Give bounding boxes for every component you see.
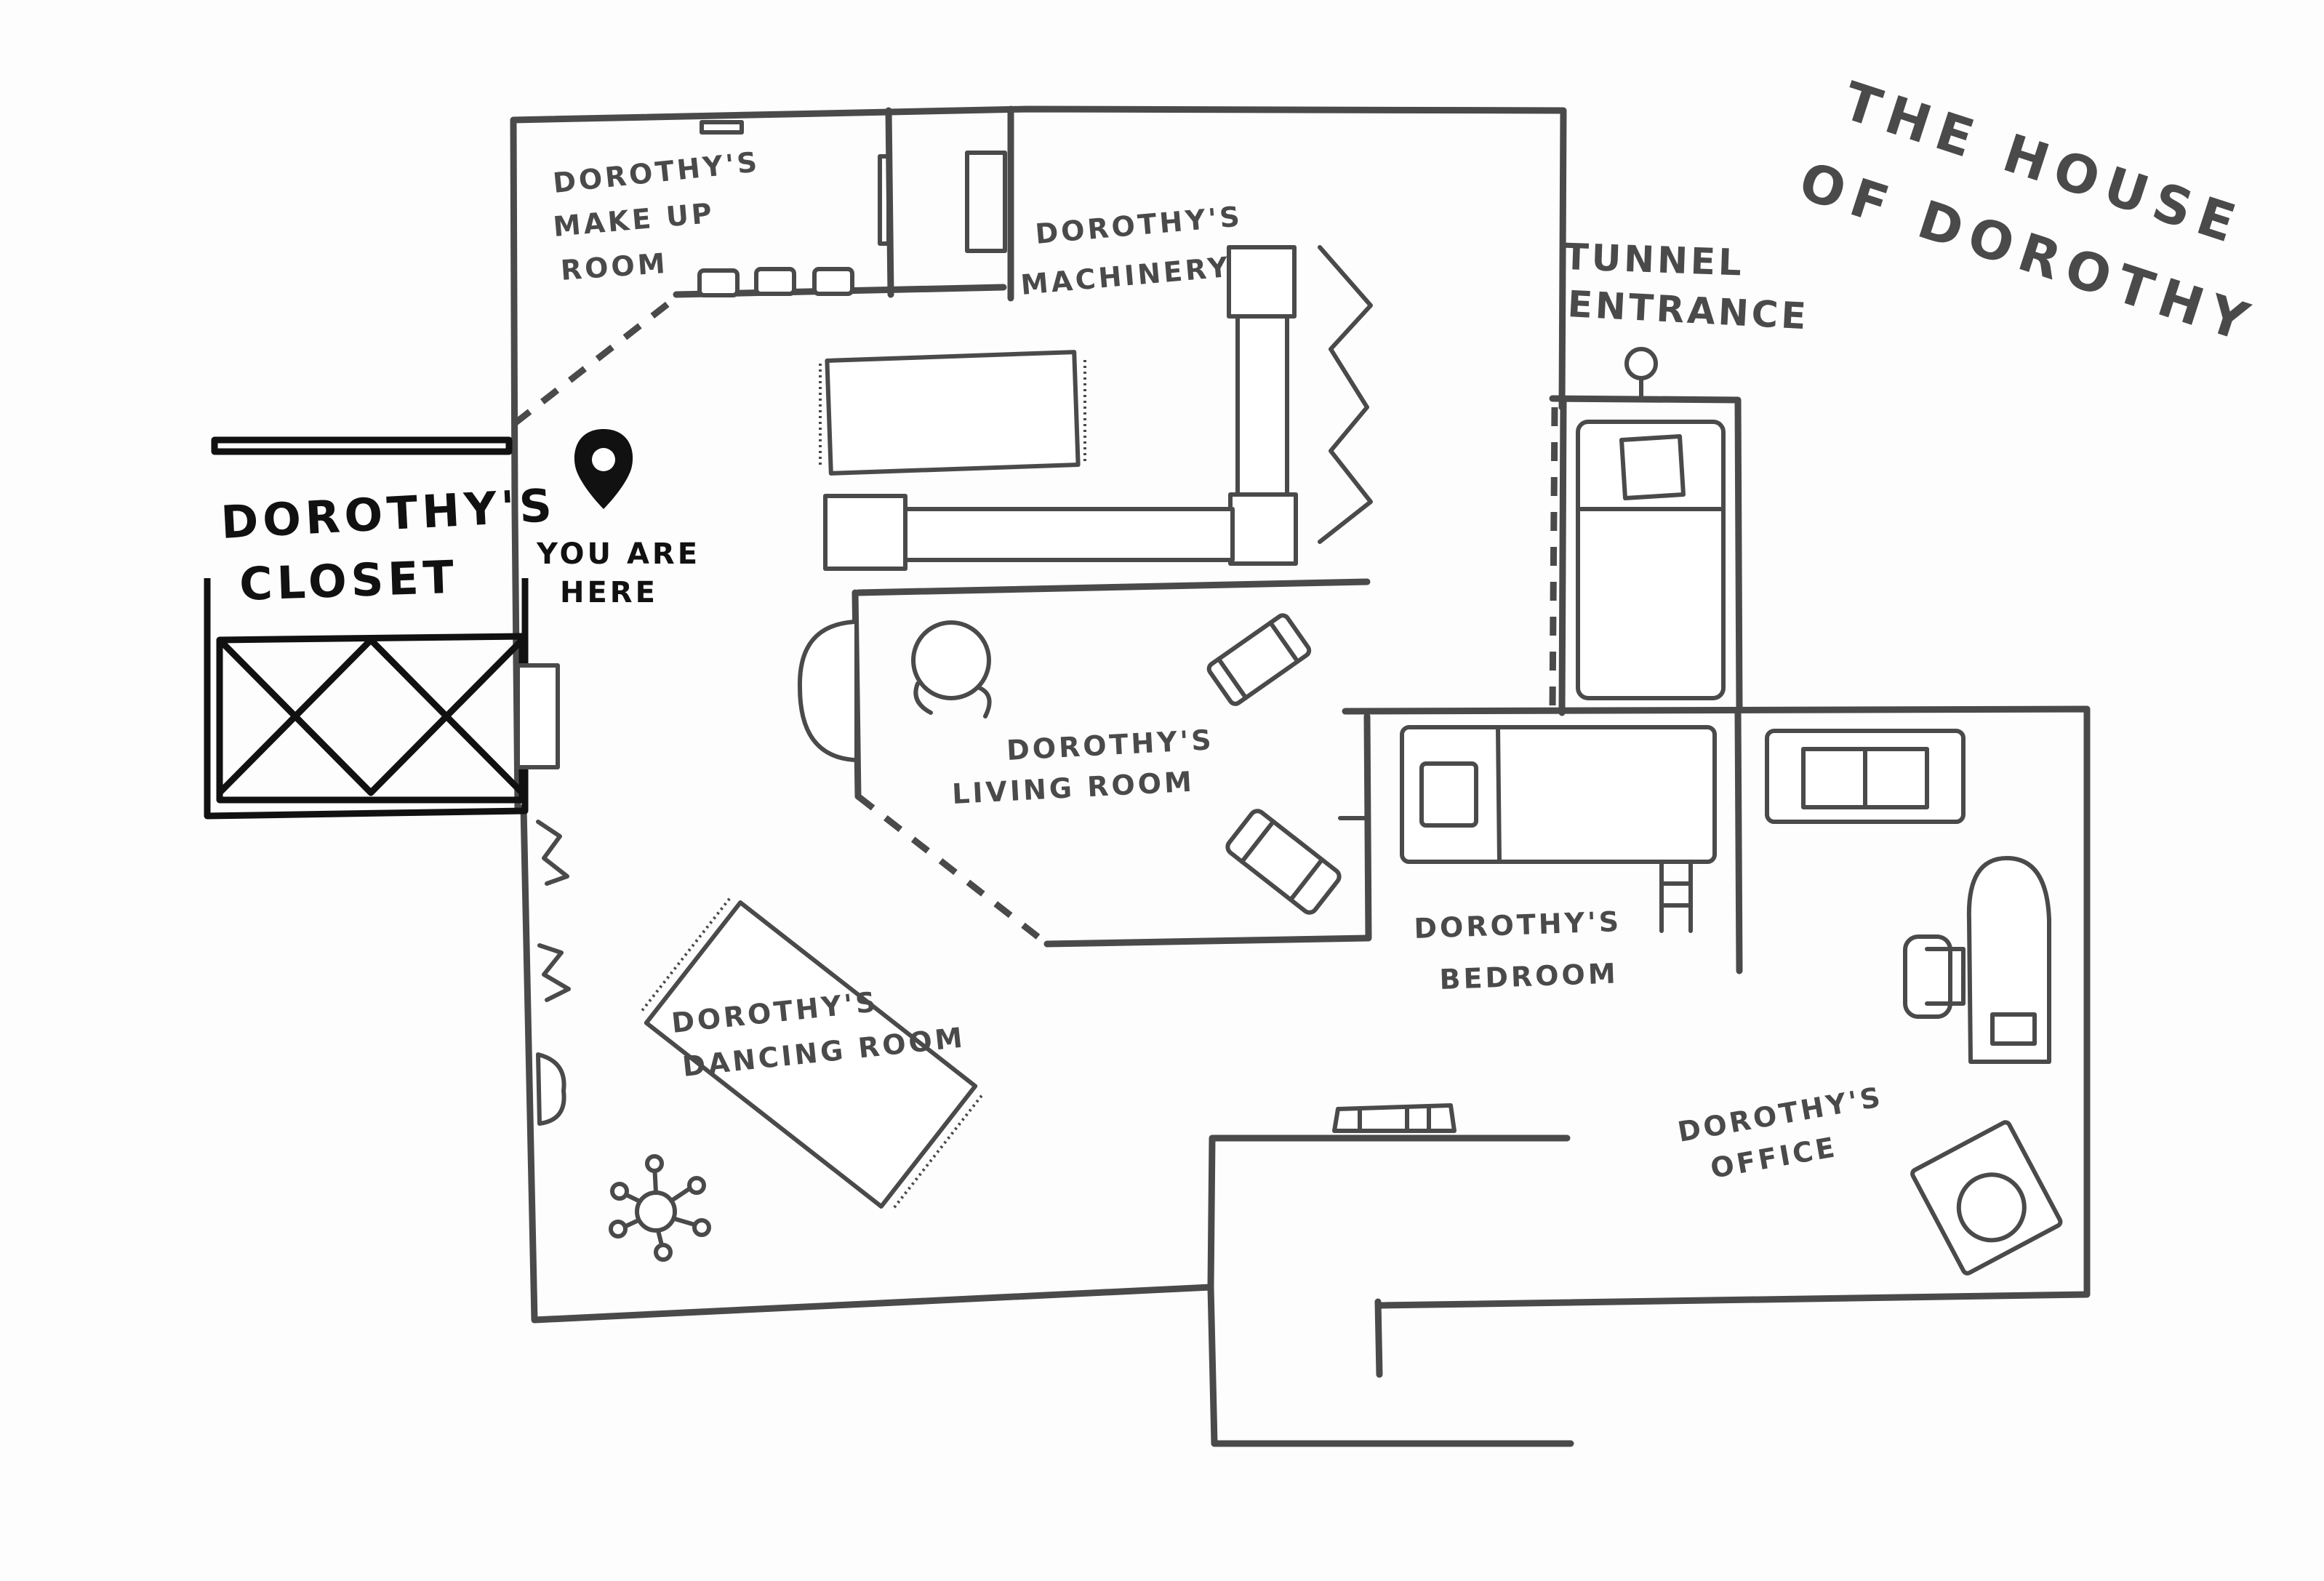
living-label-line1: DOROTHY'S <box>1006 724 1215 767</box>
you-are-here-line2: HERE <box>560 576 658 609</box>
outer-walls <box>510 105 2091 1447</box>
machinery <box>819 245 1373 571</box>
bedroom-furniture <box>1400 725 1717 933</box>
living-label-line2: LIVING ROOM <box>951 766 1195 810</box>
bedroom-label-line1: DOROTHY'S <box>1414 905 1622 945</box>
machinery-label-line2: MACHINERY <box>1019 251 1232 301</box>
labels: THE HOUSE OF DOROTHY DOROTHY'S CLOSET YO… <box>220 70 2264 1185</box>
closet <box>204 436 560 820</box>
bedroom-label-line2: BEDROOM <box>1439 957 1619 996</box>
you-are-here-line1: YOU ARE <box>536 537 700 571</box>
dancing-room-furniture <box>536 820 983 1262</box>
closet-label-line1: DOROTHY'S <box>220 479 558 549</box>
closet-label-line2: CLOSET <box>239 551 459 611</box>
makeup-label-line2: MAKE UP <box>552 197 716 243</box>
living-room-furniture <box>797 613 1342 915</box>
machinery-label-line1: DOROTHY'S <box>1034 200 1243 250</box>
office-furniture <box>1332 729 2063 1276</box>
tunnel-entrance <box>1576 347 1726 700</box>
tunnel-label-line2: ENTRANCE <box>1566 283 1810 337</box>
makeup-label-line3: ROOM <box>560 247 669 287</box>
location-pin-icon <box>574 429 633 509</box>
makeup-stools <box>697 267 854 297</box>
dashed-dividers <box>513 292 1558 947</box>
tunnel-label-line1: TUNNEL <box>1563 236 1745 284</box>
makeup-label-line1: DOROTHY'S <box>551 145 761 199</box>
interior-walls <box>673 105 1743 1378</box>
office-label-line1: DOROTHY'S <box>1675 1081 1886 1148</box>
